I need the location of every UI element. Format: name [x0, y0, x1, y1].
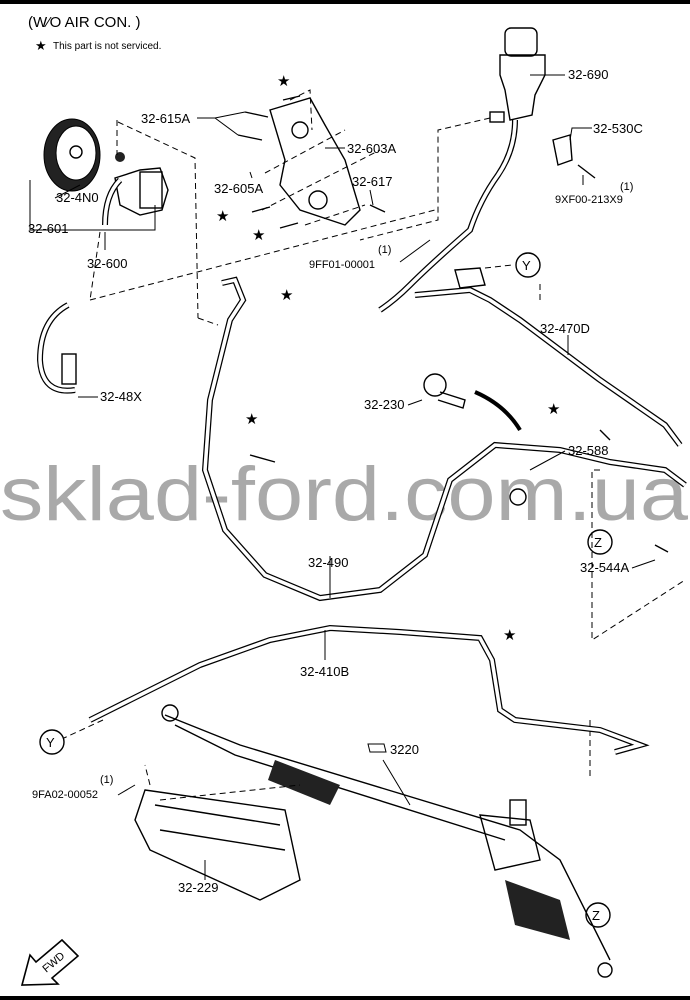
- label-32-615A: 32-615A: [141, 111, 190, 126]
- label-32-229: 32-229: [178, 880, 218, 895]
- pump-bracket: [237, 95, 386, 229]
- label-32-48X: 32-48X: [100, 389, 142, 404]
- pump-pulley: [43, 118, 125, 192]
- star-icon: ★: [35, 38, 47, 53]
- star-icon: ★: [245, 411, 258, 428]
- label-32-410B: 32-410B: [300, 664, 349, 679]
- star-icon: ★: [277, 73, 290, 90]
- label-32-617: 32-617: [352, 174, 392, 189]
- label-9XF00-213X9: 9XF00-213X9: [555, 194, 623, 206]
- star-icon: ★: [547, 401, 560, 418]
- label-32-544A: 32-544A: [580, 560, 629, 575]
- qty-9FA02: (1): [100, 774, 113, 786]
- star-icon: ★: [252, 227, 265, 244]
- label-32-600: 32-600: [87, 256, 127, 271]
- qty-9FF01: (1): [378, 244, 391, 256]
- clip-32-530C: [552, 134, 596, 179]
- label-32-605A: 32-605A: [214, 181, 263, 196]
- ref-z-top: Z: [587, 529, 613, 555]
- valve-32-230: [423, 373, 522, 432]
- reservoir: [489, 27, 546, 123]
- label-32-470D: 32-470D: [540, 321, 590, 336]
- power-steering-pump: [102, 167, 169, 226]
- label-32-601: 32-601: [28, 221, 68, 236]
- bottom-bar: [0, 996, 690, 1000]
- ref-y-bottom: Y: [39, 729, 65, 755]
- svg-text:Y: Y: [46, 735, 55, 750]
- label-32-603A: 32-603A: [347, 141, 396, 156]
- star-icon: ★: [216, 208, 229, 225]
- heat-shield-32-229: [134, 789, 301, 901]
- pointing-hand-icon: [367, 743, 387, 753]
- svg-text:Z: Z: [592, 908, 600, 923]
- star-icon: ★: [503, 627, 516, 644]
- ref-z-bottom: Z: [585, 902, 611, 928]
- label-32-4N0: 32-4N0: [56, 190, 99, 205]
- header-title: (W⁄O AIR CON. ): [28, 14, 141, 31]
- label-32-530C: 32-530C: [593, 121, 643, 136]
- steering-gear: [161, 704, 613, 978]
- svg-text:Z: Z: [594, 535, 602, 550]
- top-bar: [0, 0, 690, 4]
- star-icon: ★: [280, 287, 293, 304]
- fwd-arrow-icon: FWD: [20, 938, 80, 986]
- header-note: This part is not serviced.: [53, 41, 161, 52]
- ref-y-top: Y: [515, 252, 541, 278]
- label-3220: 3220: [390, 742, 419, 757]
- qty-9XF00: (1): [620, 181, 633, 193]
- label-32-230: 32-230: [364, 397, 404, 412]
- svg-text:Y: Y: [522, 258, 531, 273]
- label-32-588: 32-588: [568, 443, 608, 458]
- label-32-490: 32-490: [308, 555, 348, 570]
- watermark: sklad-ford.com.ua: [0, 452, 689, 537]
- label-9FF01-00001: 9FF01-00001: [309, 259, 375, 271]
- label-9FA02-00052: 9FA02-00052: [32, 789, 98, 801]
- label-32-690: 32-690: [568, 67, 608, 82]
